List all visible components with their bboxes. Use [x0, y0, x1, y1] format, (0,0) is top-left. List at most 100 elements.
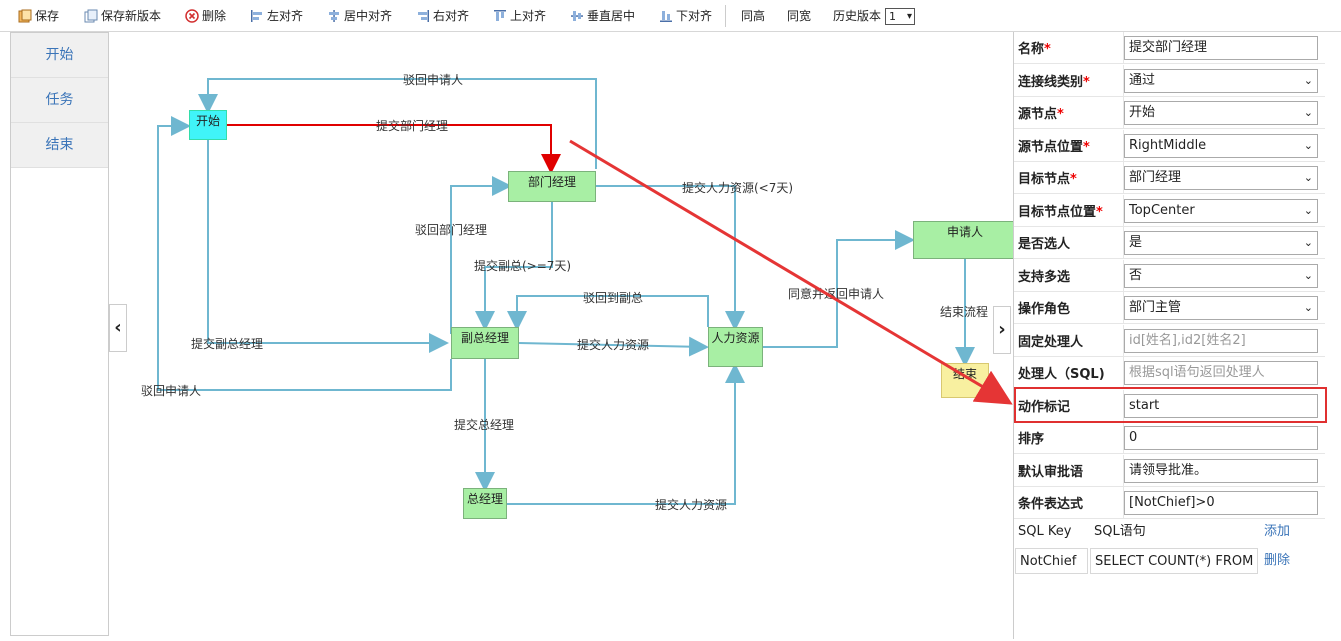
edge-label-submit-vice-ge7: 提交副总(>=7天): [474, 259, 572, 273]
property-label: 目标节点位置*: [1018, 201, 1103, 220]
cell-divider: [1123, 32, 1124, 64]
edge-start-to-vice[interactable]: [207, 140, 449, 353]
property-select[interactable]: 开始⌄: [1124, 101, 1318, 125]
property-row: 连接线类别*通过⌄: [1014, 64, 1325, 97]
align-bottom-button[interactable]: 下对齐: [659, 7, 712, 25]
property-label-text: 连接线类别: [1018, 74, 1084, 90]
property-row: 支持多选否⌄: [1014, 259, 1325, 292]
align-center-button[interactable]: 居中对齐: [327, 7, 392, 25]
property-input[interactable]: 0: [1124, 426, 1318, 450]
cell-divider: [1123, 97, 1124, 129]
cell-divider: [1123, 64, 1124, 97]
sql-add-link[interactable]: 添加: [1264, 524, 1291, 539]
same-width-button[interactable]: 同宽: [787, 7, 811, 25]
property-label-text: 固定处理人: [1018, 334, 1084, 350]
required-marker: *: [1044, 42, 1051, 57]
node-end[interactable]: 结束: [941, 363, 989, 398]
property-select[interactable]: 通过⌄: [1124, 68, 1318, 93]
align-middle-icon: [571, 11, 583, 21]
edge-label-reject-applicant-top: 驳回申请人: [403, 73, 464, 87]
chevron-left-icon: ‹: [114, 317, 122, 338]
property-label: 源节点*: [1018, 103, 1064, 122]
collapse-left-button[interactable]: ‹: [109, 304, 127, 352]
property-label-text: 目标节点位置: [1018, 204, 1097, 220]
property-select[interactable]: TopCenter⌄: [1124, 198, 1318, 223]
edge-label-submit-vice-manager: 提交副总经理: [191, 337, 264, 351]
history-version-select[interactable]: 1: [885, 8, 915, 25]
node-vice-manager[interactable]: 副总经理: [451, 327, 519, 359]
collapse-right-button[interactable]: ›: [993, 306, 1011, 354]
history-version-label: 历史版本: [833, 7, 881, 25]
property-label: 排序: [1018, 428, 1044, 447]
property-value: RightMiddle: [1129, 137, 1207, 153]
property-select[interactable]: 是⌄: [1124, 231, 1318, 255]
align-left-button[interactable]: 左对齐: [250, 7, 303, 25]
delete-button[interactable]: 删除: [185, 7, 226, 25]
property-label: 条件表达式: [1018, 493, 1083, 512]
node-hr[interactable]: 人力资源: [708, 327, 763, 367]
edge-reject-applicant-top[interactable]: [198, 78, 597, 169]
align-middle-button[interactable]: 垂直居中: [570, 7, 635, 25]
node-start[interactable]: 开始: [189, 110, 227, 140]
sql-statement-input[interactable]: SELECT COUNT(*) FROM: [1090, 548, 1258, 574]
edge-label-submit-hr-gm: 提交人力资源: [655, 498, 728, 512]
property-label: 目标节点*: [1018, 168, 1077, 187]
sql-delete-link[interactable]: 删除: [1264, 553, 1291, 568]
property-value: 部门经理: [1129, 170, 1182, 185]
edge-label-reject-applicant-left: 驳回申请人: [141, 384, 202, 398]
save-new-version-button[interactable]: 保存新版本: [84, 7, 161, 25]
align-top-button[interactable]: 上对齐: [493, 7, 546, 25]
property-input[interactable]: 提交部门经理: [1124, 36, 1318, 60]
property-row: 操作角色部门主管⌄: [1014, 292, 1325, 324]
property-label: 固定处理人: [1018, 331, 1083, 350]
edge-dept-to-vice[interactable]: [475, 202, 553, 331]
palette-item-task[interactable]: 任务: [11, 78, 108, 123]
palette-item-end[interactable]: 结束: [11, 123, 108, 168]
chevron-right-icon: ›: [998, 319, 1006, 340]
property-select[interactable]: 否⌄: [1124, 263, 1318, 288]
property-row: 条件表达式 [NotChief]>0: [1014, 487, 1325, 519]
property-label: 处理人（SQL): [1018, 363, 1105, 382]
history-version-value: 1: [889, 10, 896, 23]
save-label: 保存: [35, 9, 60, 23]
property-value: id[姓名],id2[姓名2]: [1129, 332, 1246, 348]
property-select[interactable]: 部门主管⌄: [1124, 296, 1318, 320]
edge-reject-applicant-left[interactable]: [157, 116, 452, 391]
property-label: 名称*: [1018, 38, 1051, 57]
save-button[interactable]: 保存: [18, 7, 59, 25]
property-label-text: 是否选人: [1018, 237, 1071, 252]
chevron-down-icon: ⌄: [1303, 268, 1313, 282]
align-right-button[interactable]: 右对齐: [416, 7, 469, 25]
node-applicant[interactable]: 申请人: [913, 221, 1017, 259]
edge-reject-dept[interactable]: [450, 176, 512, 334]
property-value: 请领导批准。: [1129, 462, 1208, 478]
property-select[interactable]: RightMiddle⌄: [1124, 133, 1318, 158]
same-height-button[interactable]: 同高: [741, 7, 765, 25]
property-row: 固定处理人 id[姓名],id2[姓名2]: [1014, 324, 1325, 357]
node-general-manager[interactable]: 总经理: [463, 488, 507, 519]
edge-start-to-dept-selected[interactable]: [227, 124, 561, 174]
property-row: 源节点位置*RightMiddle⌄: [1014, 129, 1325, 162]
sql-key-input[interactable]: NotChief: [1015, 548, 1088, 574]
property-input[interactable]: id[姓名],id2[姓名2]: [1124, 328, 1318, 353]
edge-gm-to-hr[interactable]: [507, 363, 745, 505]
node-dept-manager[interactable]: 部门经理: [508, 171, 596, 202]
flow-canvas[interactable]: 开始 部门经理 副总经理 人力资源 总经理 申请人 结束 驳回申请人 提交部门经…: [127, 32, 1017, 636]
history-version-text: 历史版本: [833, 9, 882, 23]
property-input[interactable]: [NotChief]>0: [1124, 491, 1318, 515]
property-label: 默认审批语: [1018, 461, 1083, 480]
property-value: 否: [1129, 267, 1143, 283]
property-input[interactable]: start: [1124, 393, 1318, 418]
chevron-down-icon: ⌄: [1303, 73, 1313, 87]
edge-label-submit-dept: 提交部门经理: [376, 119, 449, 133]
property-row: 排序 0: [1014, 422, 1325, 454]
property-select[interactable]: 部门经理 ⌄: [1124, 166, 1318, 190]
palette-item-start[interactable]: 开始: [11, 33, 108, 78]
new-version-icon: [84, 9, 98, 23]
property-input[interactable]: 根据sql语句返回处理人: [1124, 361, 1318, 385]
chevron-down-icon: ⌄: [1303, 203, 1313, 217]
property-input[interactable]: 请领导批准。: [1124, 458, 1318, 483]
node-palette: 开始 任务 结束: [10, 32, 109, 636]
cell-divider: [1123, 162, 1124, 194]
chevron-down-icon: ⌄: [1303, 171, 1313, 184]
